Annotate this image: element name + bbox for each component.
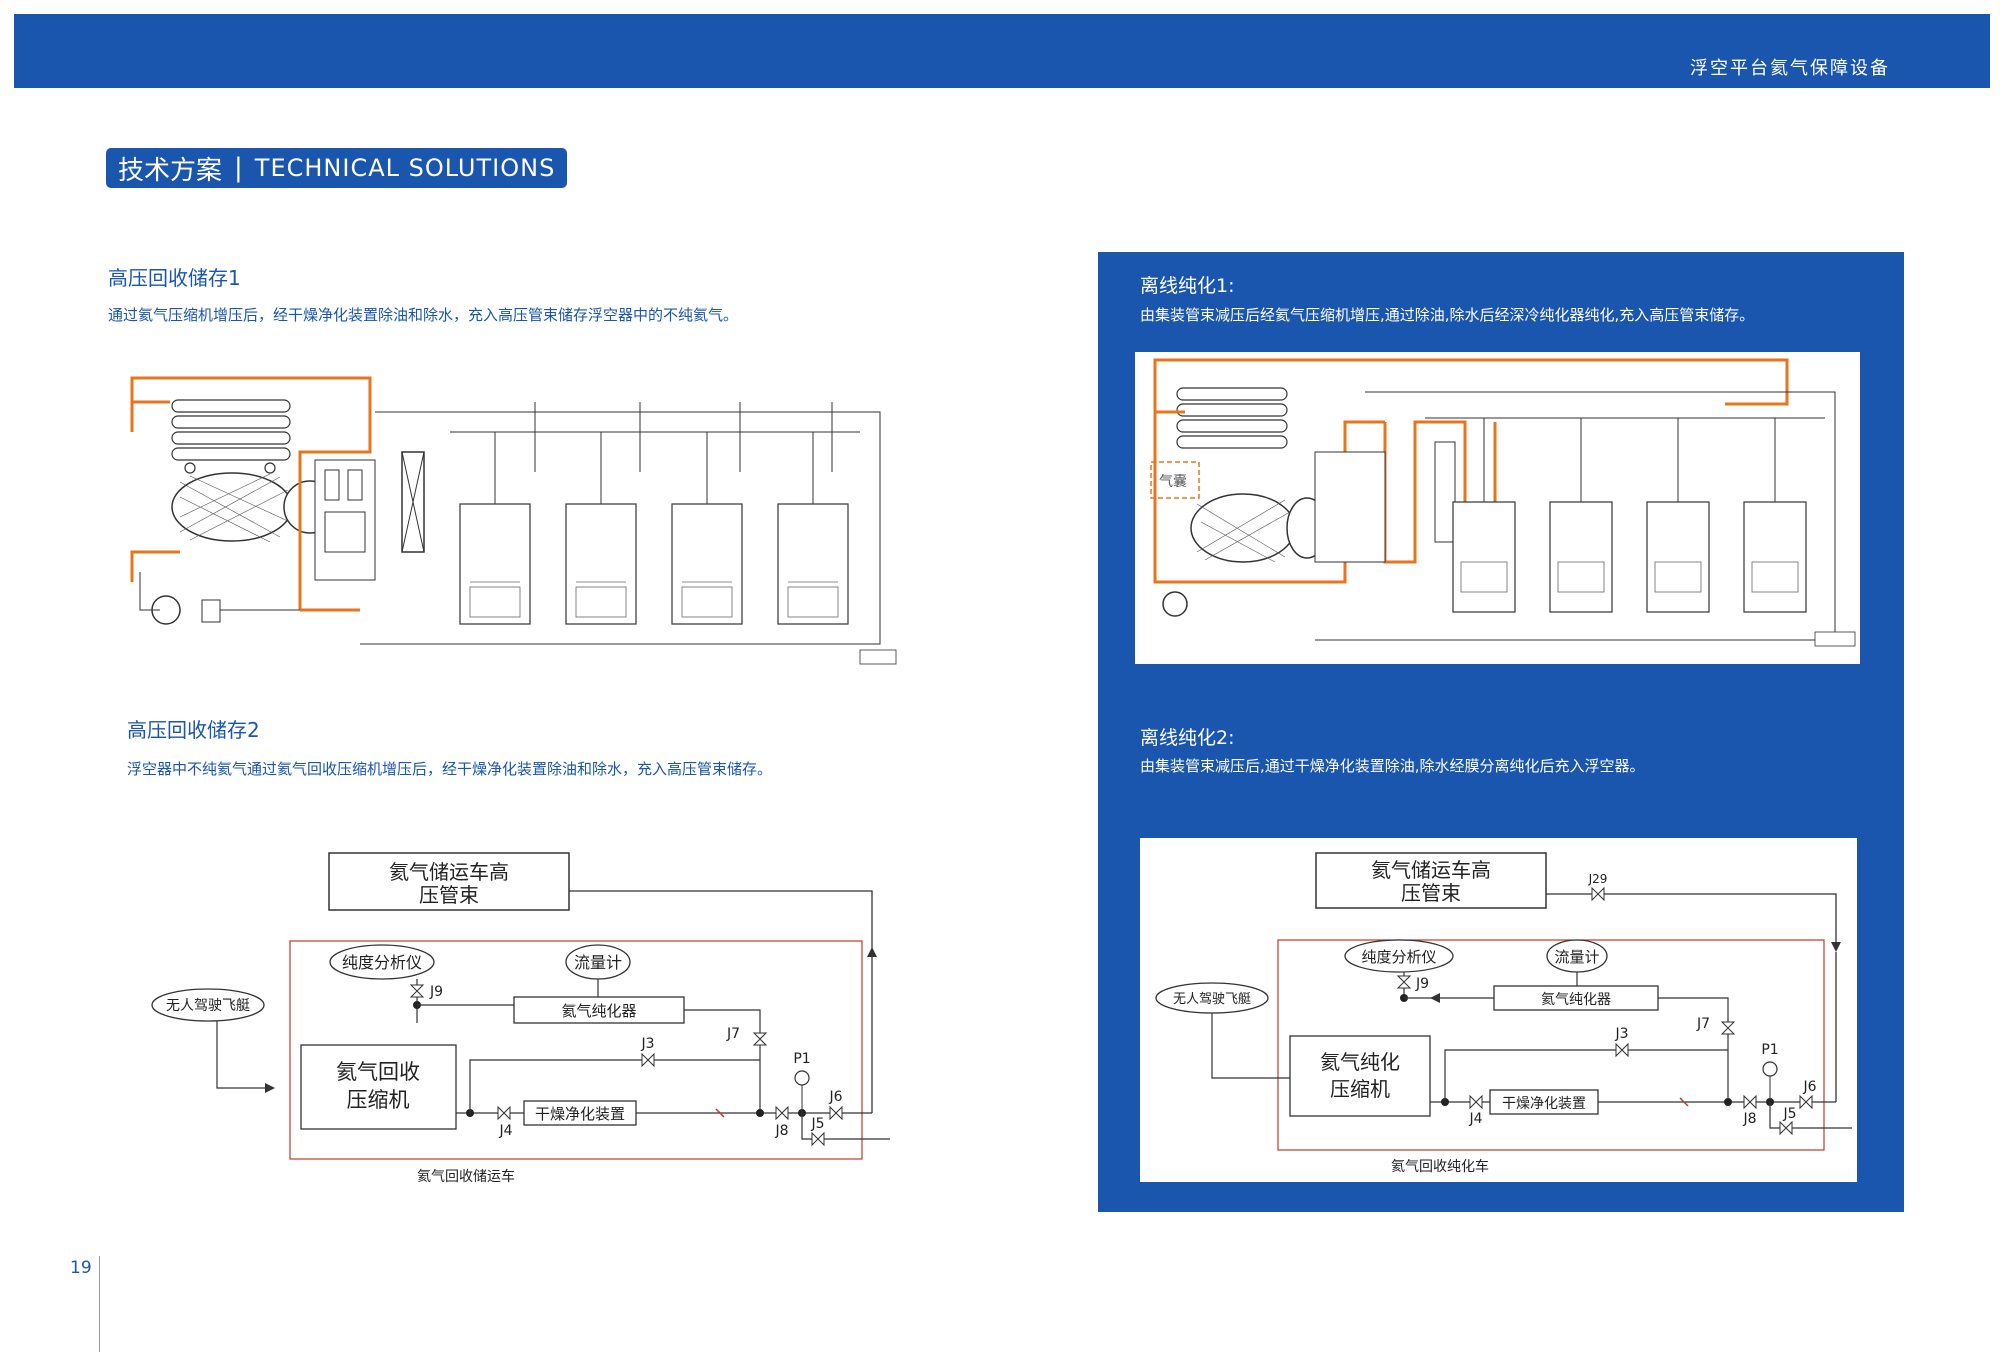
right-bottom-diagram-svg: 氦气储运车高 压管束 J29 纯度分析仪 流量计 J9 氦气纯化器 无人驾驶飞艇… bbox=[1155, 852, 1852, 1175]
compressor-label-2: 压缩机 bbox=[347, 1088, 410, 1112]
purity-analyzer-label: 纯度分析仪 bbox=[342, 953, 422, 972]
right-bottom-description: 由集装管束减压后,通过干燥净化装置除油,除水经膜分离纯化后充入浮空器。 bbox=[1140, 757, 1645, 775]
compressor-label-2: 压缩机 bbox=[1330, 1077, 1390, 1101]
valve-j9-icon bbox=[409, 984, 425, 998]
valve-j9-icon bbox=[1396, 975, 1412, 989]
bag-label: 气囊 bbox=[1159, 473, 1187, 490]
purifier-box bbox=[513, 996, 685, 1024]
valve-j9-label: J9 bbox=[429, 984, 443, 1000]
right-top-schematic: 气囊 bbox=[1135, 352, 1860, 664]
valve-j29-label: J29 bbox=[1588, 872, 1608, 886]
right-bottom-diagram: 氦气储运车高 压管束 J29 纯度分析仪 流量计 J9 氦气纯化器 无人驾驶飞艇… bbox=[1140, 838, 1857, 1182]
section-separator: | bbox=[234, 153, 243, 183]
compressor-icon bbox=[1162, 591, 1188, 617]
airship-balloon-icon bbox=[1190, 493, 1296, 563]
compressor-box bbox=[300, 1044, 457, 1130]
left-top-title: 高压回收储存1 bbox=[108, 266, 241, 290]
valve-j4-icon bbox=[497, 1105, 511, 1121]
right-top-description: 由集装管束减压后经氦气压缩机增压,通过除油,除水后经深冷纯化器纯化,充入高压管束… bbox=[1140, 306, 1755, 324]
valve-j4-label: J4 bbox=[498, 1123, 512, 1139]
valve-j8-label: J8 bbox=[774, 1123, 788, 1139]
right-top-schematic-svg: 气囊 bbox=[1150, 358, 1856, 647]
left-top-schematic-svg bbox=[130, 376, 897, 665]
header-title: 浮空平台氦气保障设备 bbox=[1690, 58, 1890, 79]
left-top-schematic bbox=[120, 372, 900, 672]
left-bottom-title: 高压回收储存2 bbox=[127, 718, 260, 742]
tube-bundle-box bbox=[1315, 852, 1547, 909]
tube-bundle-box bbox=[328, 852, 570, 911]
valve-j9-label: J9 bbox=[1415, 976, 1429, 992]
valve-j8-icon bbox=[1743, 1094, 1757, 1110]
tube-bundle-label-1: 氦气储运车高 bbox=[389, 860, 509, 884]
gauge-p1-label: P1 bbox=[793, 1051, 810, 1067]
right-top-title: 离线纯化1: bbox=[1140, 275, 1235, 297]
valve-j7-icon bbox=[752, 1032, 768, 1046]
tube-bundle-label-2: 压管束 bbox=[419, 883, 479, 907]
valve-j29-icon bbox=[1591, 886, 1605, 902]
valve-j3-label: J3 bbox=[640, 1036, 654, 1052]
left-bottom-diagram-svg: 氦气储运车高 压管束 纯度分析仪 流量计 J9 氦气纯化器 无人驾驶飞艇 氦气回… bbox=[151, 852, 890, 1185]
compressor-label-1: 氦气回收 bbox=[336, 1060, 420, 1084]
valve-j5-label: J5 bbox=[1782, 1106, 1796, 1122]
dryer-label: 干燥净化装置 bbox=[535, 1105, 625, 1123]
valve-j8-label: J8 bbox=[1742, 1111, 1756, 1127]
valve-j5-icon bbox=[1779, 1120, 1793, 1136]
section-badge: 技术方案 | TECHNICAL SOLUTIONS bbox=[106, 148, 568, 188]
header-bar: 浮空平台氦气保障设备 bbox=[14, 14, 1990, 88]
tube-bundle-label-2: 压管束 bbox=[1401, 881, 1461, 905]
vehicle-label: 氦气回收纯化车 bbox=[1391, 1158, 1489, 1175]
right-bottom-title: 离线纯化2: bbox=[1140, 727, 1235, 749]
valve-j6-icon bbox=[1799, 1094, 1813, 1110]
valve-j8-icon bbox=[775, 1105, 789, 1121]
valve-j4-label: J4 bbox=[1468, 1111, 1482, 1127]
valve-j6-icon bbox=[829, 1105, 843, 1121]
airship-balloon-icon bbox=[171, 472, 293, 542]
left-bottom-description: 浮空器中不纯氦气通过氦气回收压缩机增压后，经干燥净化装置除油和除水，充入高压管束… bbox=[127, 760, 773, 778]
pressure-gauge-icon bbox=[1762, 1061, 1778, 1077]
valve-j7-icon bbox=[1720, 1021, 1736, 1035]
airship-node bbox=[151, 988, 265, 1022]
gauge-p1-label: P1 bbox=[1761, 1042, 1778, 1058]
section-title-en: TECHNICAL SOLUTIONS bbox=[254, 154, 556, 182]
purifier-label: 氦气纯化器 bbox=[561, 1002, 636, 1020]
purity-analyzer-node bbox=[1344, 939, 1454, 973]
vehicle-boundary bbox=[1277, 939, 1825, 1151]
left-bottom-diagram: 氦气储运车高 压管束 纯度分析仪 流量计 J9 氦气纯化器 无人驾驶飞艇 氦气回… bbox=[150, 845, 910, 1195]
purifier-label: 氦气纯化器 bbox=[1541, 992, 1611, 1008]
valve-j6-label: J6 bbox=[1802, 1079, 1816, 1095]
section-title-cn: 技术方案 bbox=[118, 155, 223, 186]
flow-meter-label: 流量计 bbox=[1554, 948, 1599, 966]
valve-j3-icon bbox=[641, 1052, 655, 1068]
purity-analyzer-node bbox=[329, 944, 435, 980]
page-divider bbox=[99, 1256, 100, 1352]
valve-j4-icon bbox=[1469, 1094, 1483, 1110]
vehicle-boundary bbox=[289, 940, 863, 1160]
valve-j6-label: J6 bbox=[828, 1089, 842, 1105]
airship-label: 无人驾驶飞艇 bbox=[166, 998, 250, 1014]
valve-j5-icon bbox=[811, 1131, 825, 1147]
compressor-box bbox=[1289, 1035, 1431, 1117]
pressure-gauge-icon bbox=[794, 1070, 810, 1086]
valve-j5-label: J5 bbox=[810, 1116, 824, 1132]
tube-bundle-label-1: 氦气储运车高 bbox=[1371, 858, 1491, 882]
valve-j3-label: J3 bbox=[1614, 1026, 1628, 1042]
purity-analyzer-label: 纯度分析仪 bbox=[1361, 948, 1436, 966]
valve-j7-label: J7 bbox=[1696, 1016, 1710, 1032]
compressor-label-1: 氦气纯化 bbox=[1320, 1050, 1400, 1074]
page-number: 19 bbox=[70, 1258, 92, 1278]
valve-j7-label: J7 bbox=[726, 1026, 740, 1042]
flow-meter-label: 流量计 bbox=[574, 953, 622, 972]
left-top-description: 通过氦气压缩机增压后，经干燥净化装置除油和除水，充入高压管束储存浮空器中的不纯氦… bbox=[108, 306, 739, 324]
valve-j3-icon bbox=[1615, 1042, 1629, 1058]
dryer-box bbox=[1489, 1089, 1599, 1115]
vehicle-label: 氦气回收储运车 bbox=[417, 1168, 515, 1185]
dryer-box bbox=[523, 1100, 637, 1126]
dryer-label: 干燥净化装置 bbox=[1502, 1096, 1586, 1112]
airship-label: 无人驾驶飞艇 bbox=[1173, 992, 1251, 1007]
